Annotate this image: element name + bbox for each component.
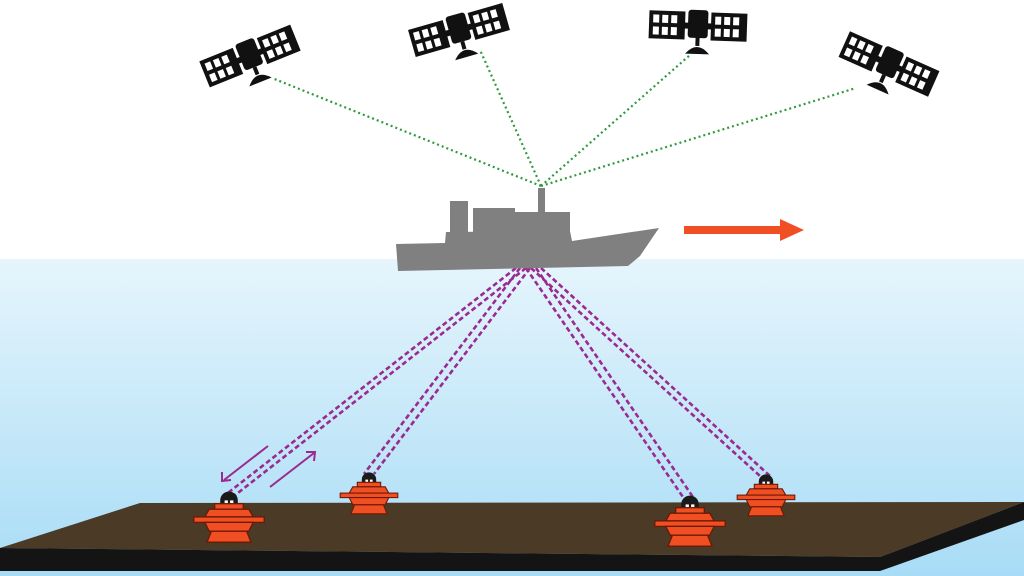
acoustic-links xyxy=(223,266,771,501)
right-arrow-icon xyxy=(684,219,804,241)
acoustic-link-4 xyxy=(530,267,771,477)
survey-ship-icon xyxy=(396,188,659,271)
acoustic-link-1 xyxy=(223,266,527,498)
gnss-links xyxy=(271,49,857,188)
two-way-travel-arrows xyxy=(221,445,317,488)
gnss-link-3 xyxy=(540,54,691,187)
acoustic-link-3 xyxy=(524,267,697,501)
seafloor xyxy=(0,502,1024,571)
acoustic-link-2 xyxy=(362,267,532,475)
gnss-link-1 xyxy=(271,76,542,188)
